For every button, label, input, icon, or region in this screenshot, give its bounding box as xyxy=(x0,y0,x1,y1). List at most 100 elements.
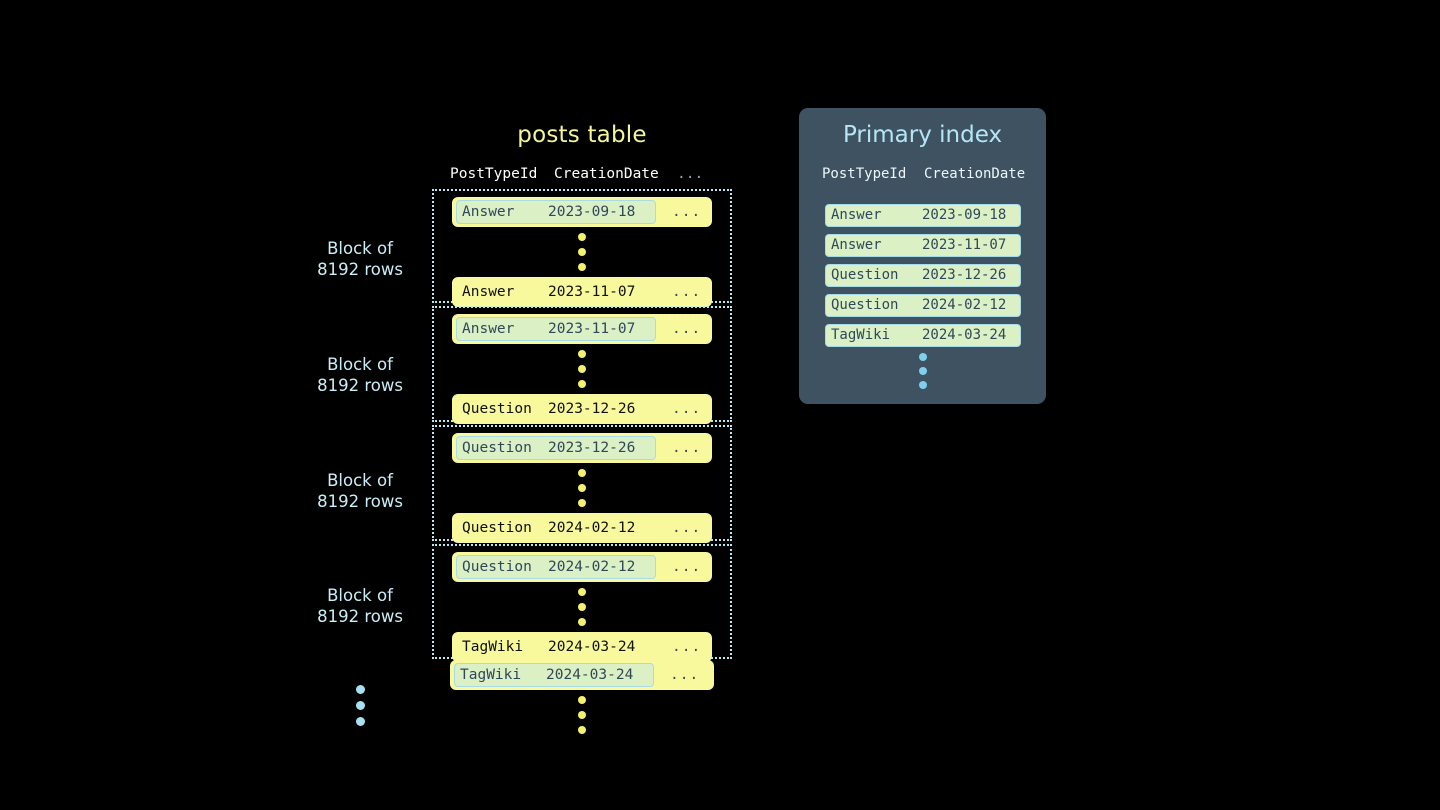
block-label-1: Block of 8192 rows xyxy=(300,238,420,280)
table-row: Answer 2023-11-07 ... xyxy=(452,314,712,344)
cell-more-ellipsis: ... xyxy=(672,520,702,536)
cell-posttypeid: Question xyxy=(462,401,532,417)
block-label-2: Block of 8192 rows xyxy=(300,354,420,396)
cell-posttypeid: TagWiki xyxy=(462,639,524,655)
block-label-2-line2: 8192 rows xyxy=(317,376,403,395)
cell-posttypeid: TagWiki xyxy=(460,667,522,683)
index-cell-posttypeid: Question xyxy=(831,297,899,313)
posts-table-title: posts table xyxy=(517,122,647,148)
primary-index-continuation-dots-icon xyxy=(799,353,1046,389)
index-cell-creationdate: 2023-09-18 xyxy=(922,207,1007,223)
cell-more-ellipsis: ... xyxy=(672,639,702,655)
cell-posttypeid: Answer xyxy=(462,204,515,220)
dot xyxy=(355,685,365,694)
block-label-3-line2: 8192 rows xyxy=(317,492,403,511)
dot xyxy=(355,717,365,726)
index-cell-posttypeid: Question xyxy=(831,267,899,283)
cell-more-ellipsis: ... xyxy=(672,204,702,220)
index-cell-creationdate: 2024-03-24 xyxy=(922,327,1007,343)
index-entry-row: Question 2024-02-12 xyxy=(825,294,1021,317)
index-entry-row: Answer 2023-11-07 xyxy=(825,234,1021,257)
posts-table-trailing-row-wrapper: TagWiki 2024-03-24 ... xyxy=(432,660,732,690)
dot xyxy=(578,233,586,241)
dot xyxy=(578,618,586,626)
block-3: Question 2023-12-26 ... Question 2024-02… xyxy=(432,425,732,543)
row-continuation-dots-icon xyxy=(434,582,730,632)
dot xyxy=(918,367,927,375)
index-cell-posttypeid: TagWiki xyxy=(831,327,891,343)
row-highlight-box xyxy=(456,317,656,341)
index-entry-row: Answer 2023-09-18 xyxy=(825,204,1021,227)
block-label-4: Block of 8192 rows xyxy=(300,585,420,627)
dot xyxy=(578,588,586,596)
index-column-header-posttypeid: PostTypeId xyxy=(822,166,907,182)
cell-posttypeid: Answer xyxy=(462,284,515,300)
cell-creationdate: 2023-09-18 xyxy=(548,204,636,220)
block-label-4-line2: 8192 rows xyxy=(317,607,403,626)
dot xyxy=(578,248,586,256)
primary-index-column-headers: PostTypeId CreationDate xyxy=(799,166,1046,186)
blocks-continuation-dots-icon xyxy=(300,685,420,726)
index-entry-row: Question 2023-12-26 xyxy=(825,264,1021,287)
table-row: Question 2024-02-12 ... xyxy=(452,552,712,582)
primary-index-panel: Primary index PostTypeId CreationDate An… xyxy=(799,108,1046,404)
index-entry-row: TagWiki 2024-03-24 xyxy=(825,324,1021,347)
cell-creationdate: 2024-03-24 xyxy=(548,639,636,655)
table-row: Question 2023-12-26 ... xyxy=(452,394,712,424)
dot xyxy=(578,380,586,388)
dot xyxy=(578,711,586,719)
dot xyxy=(578,603,586,611)
cell-creationdate: 2023-11-07 xyxy=(548,284,636,300)
dot xyxy=(578,499,586,507)
cell-more-ellipsis: ... xyxy=(672,559,702,575)
cell-creationdate: 2023-12-26 xyxy=(548,401,636,417)
block-label-3-line1: Block of xyxy=(327,471,393,490)
index-cell-posttypeid: Answer xyxy=(831,207,882,223)
cell-creationdate: 2024-02-12 xyxy=(548,559,636,575)
posts-table-blocks: Answer 2023-09-18 ... Answer 2023-11-07 … xyxy=(432,189,732,662)
block-4: Question 2024-02-12 ... TagWiki 2024-03-… xyxy=(432,544,732,662)
block-label-3: Block of 8192 rows xyxy=(300,470,420,512)
row-highlight-box xyxy=(456,555,656,579)
dot xyxy=(578,350,586,358)
dot xyxy=(578,263,586,271)
cell-posttypeid: Question xyxy=(462,559,532,575)
cell-posttypeid: Question xyxy=(462,520,532,536)
posts-table-column-headers: PostTypeId CreationDate ... xyxy=(432,166,732,186)
index-cell-creationdate: 2023-12-26 xyxy=(922,267,1007,283)
cell-creationdate: 2023-11-07 xyxy=(548,321,636,337)
table-row: Question 2023-12-26 ... xyxy=(452,433,712,463)
primary-index-title: Primary index xyxy=(842,122,1003,148)
cell-more-ellipsis: ... xyxy=(672,440,702,456)
dot xyxy=(578,484,586,492)
cell-creationdate: 2023-12-26 xyxy=(548,440,636,456)
cell-posttypeid: Question xyxy=(462,440,532,456)
row-highlight-box xyxy=(456,200,656,224)
row-highlight-box xyxy=(456,436,656,460)
table-row: Answer 2023-11-07 ... xyxy=(452,277,712,307)
row-highlight-box xyxy=(454,663,654,687)
table-row: TagWiki 2024-03-24 ... xyxy=(452,632,712,662)
table-row: Answer 2023-09-18 ... xyxy=(452,197,712,227)
index-cell-creationdate: 2023-11-07 xyxy=(922,237,1007,253)
cell-more-ellipsis: ... xyxy=(672,284,702,300)
dot xyxy=(578,365,586,373)
block-2: Answer 2023-11-07 ... Question 2023-12-2… xyxy=(432,306,732,424)
index-cell-posttypeid: Answer xyxy=(831,237,882,253)
column-header-posttypeid: PostTypeId xyxy=(450,166,538,182)
dot xyxy=(578,696,586,704)
block-label-4-line1: Block of xyxy=(327,586,393,605)
posts-table-continuation-dots-icon xyxy=(432,696,732,734)
index-column-header-creationdate: CreationDate xyxy=(924,166,1026,182)
cell-more-ellipsis: ... xyxy=(672,401,702,417)
table-row: Question 2024-02-12 ... xyxy=(452,513,712,543)
block-label-2-line1: Block of xyxy=(327,355,393,374)
table-row: TagWiki 2024-03-24 ... xyxy=(450,660,714,690)
cell-creationdate: 2024-02-12 xyxy=(548,520,636,536)
row-continuation-dots-icon xyxy=(434,344,730,394)
cell-posttypeid: Answer xyxy=(462,321,515,337)
column-header-more-ellipsis: ... xyxy=(677,166,704,182)
cell-more-ellipsis: ... xyxy=(670,667,700,683)
row-continuation-dots-icon xyxy=(434,463,730,513)
